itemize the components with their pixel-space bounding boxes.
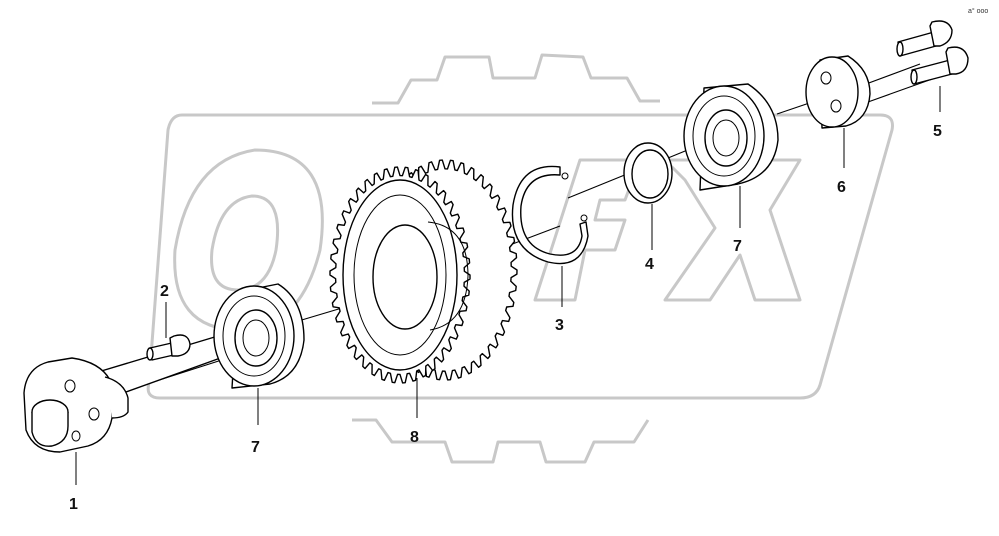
leader-lines <box>75 86 941 485</box>
flanged-shaft <box>23 335 227 453</box>
callout-1: 1 <box>69 496 78 513</box>
callout-2: 2 <box>160 283 169 300</box>
watermark-gear <box>352 53 660 464</box>
bearing-left <box>213 283 305 389</box>
callout-6: 6 <box>837 179 846 196</box>
spur-gear <box>329 159 518 384</box>
callout-7-left: 7 <box>251 439 260 456</box>
bolts-pair <box>896 20 969 85</box>
retaining-ring <box>623 142 673 204</box>
bolt-small <box>146 334 191 361</box>
bearing-right <box>683 83 779 191</box>
circlip <box>511 165 589 265</box>
cover-plate <box>805 55 871 129</box>
callout-7-right: 7 <box>733 238 742 255</box>
corner-mark: a° ooo <box>968 7 988 15</box>
callout-3: 3 <box>555 317 564 334</box>
callout-5: 5 <box>933 123 942 140</box>
callout-numbers: 1 2 7 8 3 4 7 6 5 <box>69 123 942 513</box>
callout-8: 8 <box>410 429 419 446</box>
callout-4: 4 <box>645 256 654 273</box>
